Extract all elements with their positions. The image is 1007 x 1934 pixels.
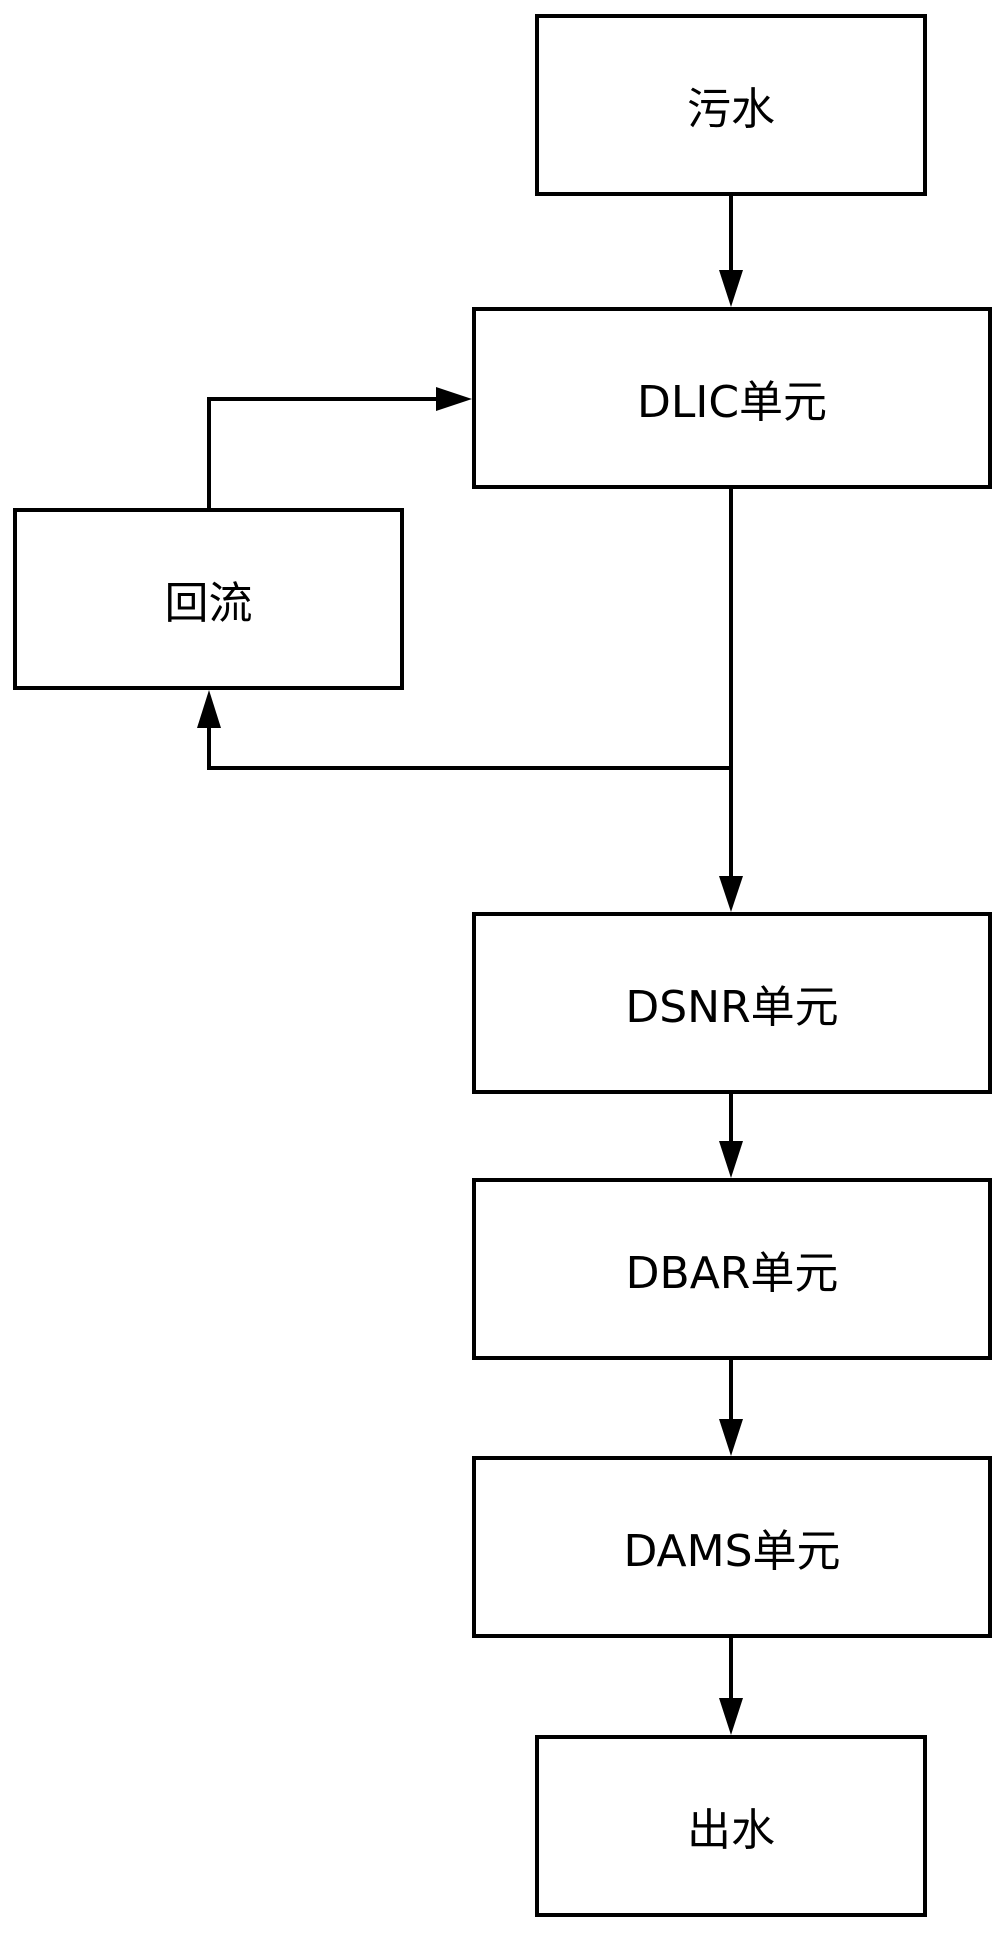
sewage-node: 污水 [535,14,927,196]
dams-unit-node: DAMS单元 [472,1456,992,1638]
dbar-unit-label: DBAR单元 [625,1248,839,1299]
edge-sewage-to-dlic [719,196,743,307]
edge-dsnr-to-dbar [719,1094,743,1178]
dams-unit-label: DAMS单元 [623,1526,841,1577]
edge-dams-to-outflow [719,1638,743,1735]
edge-dlic-to-reflux [197,690,731,770]
dlic-unit-node: DLIC单元 [472,307,992,489]
dsnr-unit-node: DSNR单元 [472,912,992,1094]
edge-dbar-to-dams [719,1360,743,1456]
edge-dlic-to-dsnr [719,489,743,912]
dlic-unit-label: DLIC单元 [636,377,828,428]
sewage-label: 污水 [687,84,775,135]
reflux-node: 回流 [13,508,404,690]
dsnr-unit-label: DSNR单元 [625,982,839,1033]
reflux-label: 回流 [164,578,253,629]
dbar-unit-node: DBAR单元 [472,1178,992,1360]
outflow-label: 出水 [687,1805,775,1856]
edge-reflux-to-dlic [207,387,472,508]
outflow-node: 出水 [535,1735,927,1917]
